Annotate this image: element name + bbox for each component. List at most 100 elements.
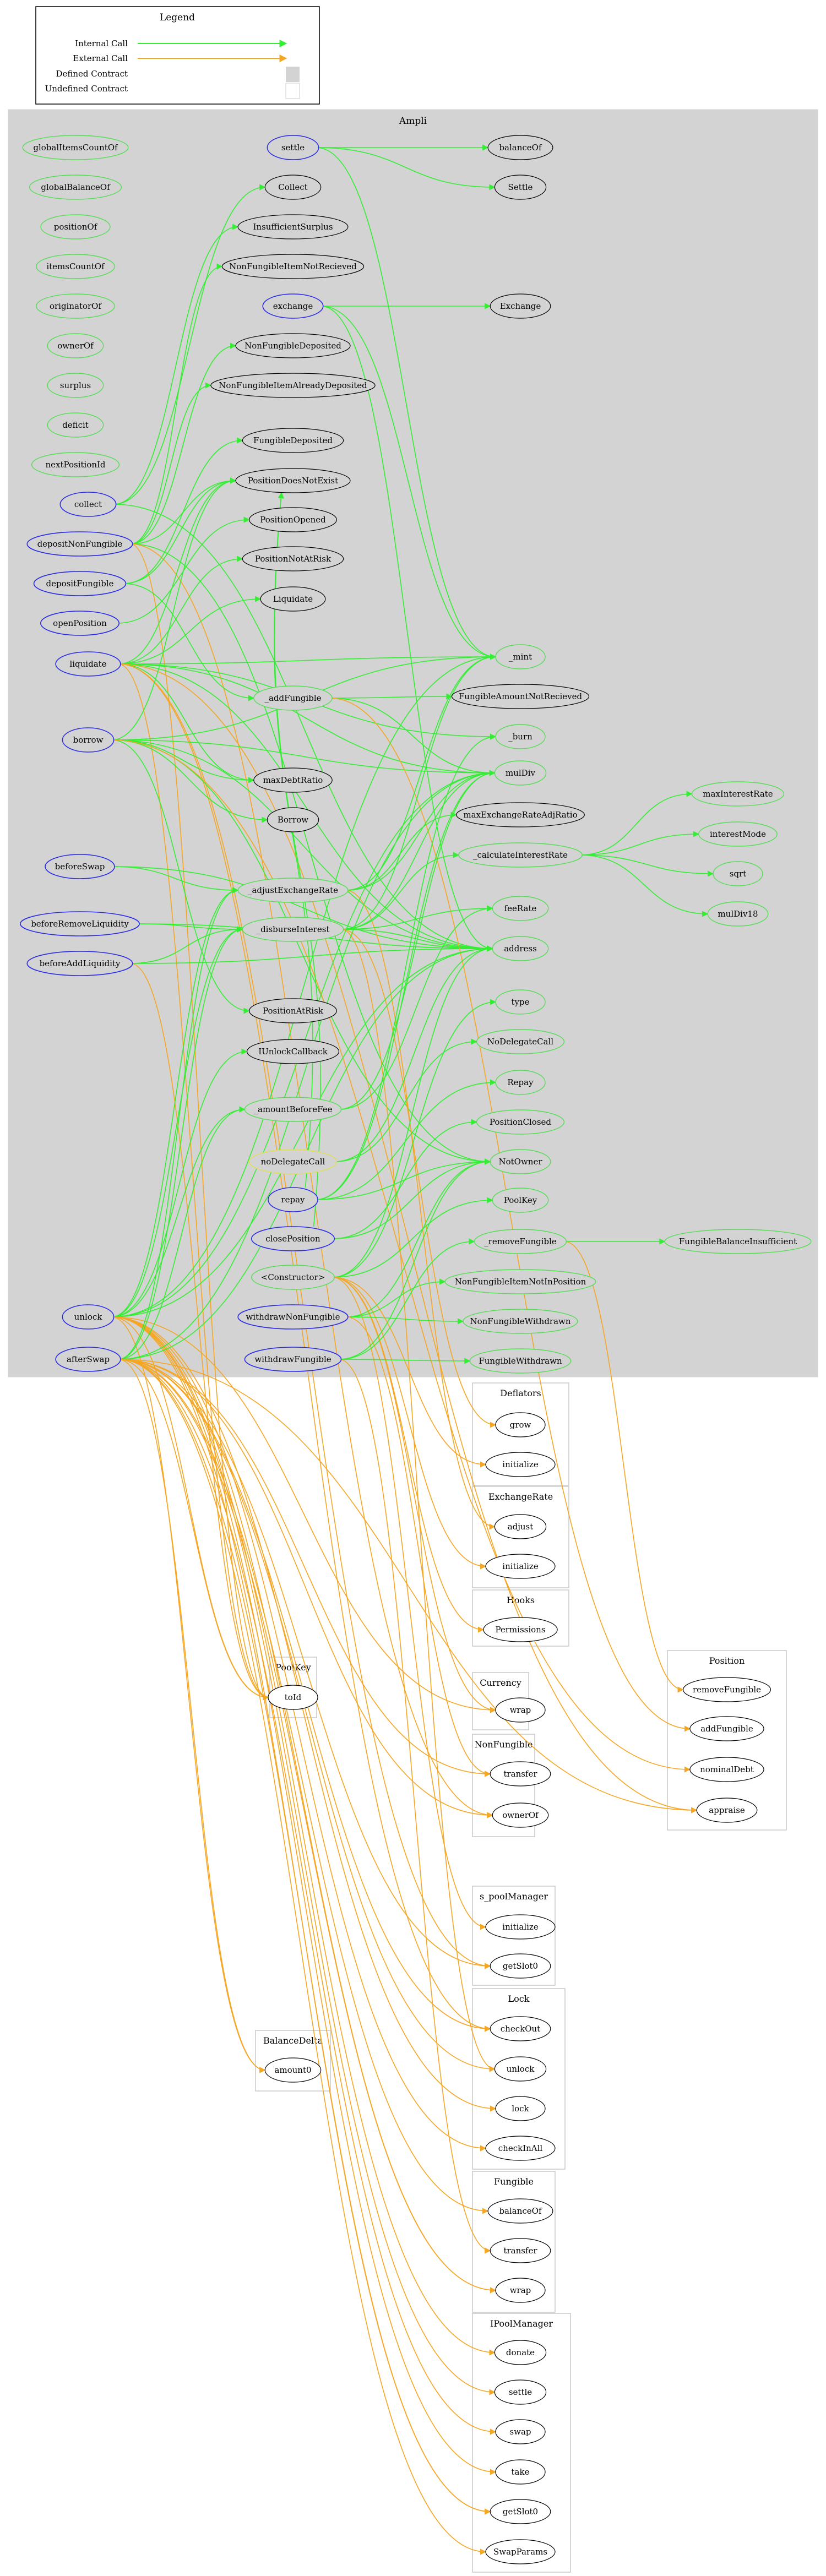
node-closeposition[interactable]: closePosition (251, 1226, 335, 1251)
node-balancedelta-amount0[interactable]: amount0 (264, 2057, 322, 2083)
node-maxinterestrate[interactable]: maxInterestRate (691, 781, 785, 807)
node-exchange[interactable]: Exchange (490, 293, 551, 319)
node-addfungible[interactable]: _addFungible (253, 685, 333, 711)
node-fungiblebalanceinsufficient[interactable]: FungibleBalanceInsufficient (664, 1229, 812, 1254)
node-nodelegatecall[interactable]: NoDelegateCall (476, 1029, 565, 1054)
node-maxdebtratio[interactable]: maxDebtRatio (253, 767, 333, 793)
node-position-appraise[interactable]: appraise (696, 1798, 758, 1823)
node-withdrawfungible[interactable]: withdrawFungible (244, 1347, 342, 1372)
node-globalbalanceof[interactable]: globalBalanceOf (29, 175, 122, 200)
node-positiondoesnotexist[interactable]: PositionDoesNotExist (235, 468, 351, 493)
node-lock-unlock[interactable]: unlock (494, 2056, 547, 2082)
node-deficit[interactable]: deficit (47, 412, 104, 438)
node-nonfungibleitemnotrecieved[interactable]: NonFungibleItemNotRecieved (221, 254, 365, 279)
node-borrow[interactable]: borrow (62, 727, 115, 753)
node-feerate[interactable]: feeRate (492, 896, 549, 921)
node-positionopened[interactable]: PositionOpened (249, 507, 338, 532)
node-positionatrisk[interactable]: PositionAtRisk (249, 998, 338, 1023)
node-ownerof[interactable]: ownerOf (47, 333, 104, 358)
node-liquidate[interactable]: liquidate (55, 651, 121, 677)
node-collect[interactable]: collect (59, 492, 117, 517)
node-depositnonfungible[interactable]: depositNonFungible (26, 531, 133, 557)
node-lock-checkout[interactable]: checkOut (490, 2016, 551, 2041)
node-deflators-grow[interactable]: grow (495, 1412, 546, 1437)
node-fungible-wrap[interactable]: wrap (495, 2278, 546, 2303)
node-ipoolmanager-swapparams[interactable]: SwapParams (485, 2539, 556, 2564)
node-nonfungibledeposited[interactable]: NonFungibleDeposited (235, 333, 351, 358)
node-amountbeforefee[interactable]: _amountBeforeFee (244, 1097, 342, 1122)
node-ipoolmanager-getslot0[interactable]: getSlot0 (490, 2499, 551, 2524)
node-beforeswap[interactable]: beforeSwap (45, 854, 115, 879)
node-nonfungible-transfer[interactable]: transfer (490, 1761, 551, 1787)
node-nextpositionid[interactable]: nextPositionId (31, 452, 120, 477)
node-mint[interactable]: _mint (495, 644, 546, 669)
node-lock-checkinall[interactable]: checkInAll (485, 2136, 556, 2161)
node-constructor[interactable]: <Constructor> (251, 1265, 335, 1290)
node-nodelegatecall[interactable]: noDelegateCall (248, 1149, 338, 1174)
node-ipoolmanager-take[interactable]: take (495, 2459, 546, 2485)
node-type[interactable]: type (495, 989, 546, 1015)
node-ipoolmanager-swap[interactable]: swap (495, 2419, 546, 2444)
node-muldiv18[interactable]: mulDiv18 (707, 901, 769, 927)
node-nonfungiblewithdrawn[interactable]: NonFungibleWithdrawn (463, 1309, 578, 1334)
node-unlock[interactable]: unlock (62, 1304, 115, 1330)
node-liquidate[interactable]: Liquidate (260, 586, 326, 612)
node-adjustexchangerate[interactable]: _adjustExchangeRate (237, 878, 349, 903)
node-balanceof[interactable]: balanceOf (487, 135, 553, 160)
node-hooks-permissions[interactable]: Permissions (483, 1617, 558, 1642)
node-burn[interactable]: _burn (495, 724, 546, 749)
node-depositfungible[interactable]: depositFungible (33, 571, 127, 596)
node-collect[interactable]: Collect (264, 175, 322, 200)
node-fungiblewithdrawn[interactable]: FungibleWithdrawn (469, 1348, 572, 1374)
node-lock-lock[interactable]: lock (495, 2096, 546, 2121)
node-calculateinterestrate[interactable]: _calculateInterestRate (458, 842, 583, 868)
node-insufficientsurplus[interactable]: InsufficientSurplus (237, 214, 349, 239)
node-maxexchangerateadjratio[interactable]: maxExchangeRateAdjRatio (456, 802, 585, 827)
node-position-addfungible[interactable]: addFungible (689, 1716, 764, 1741)
node-nonfungibleitemnotinposition[interactable]: NonFungibleItemNotInPosition (444, 1269, 596, 1294)
node-sqrt[interactable]: sqrt (713, 861, 763, 886)
node-settle[interactable]: settle (267, 135, 319, 160)
node-openposition[interactable]: openPosition (40, 611, 119, 636)
node-ipoolmanager-donate[interactable]: donate (494, 2340, 547, 2365)
node-exchangerate-adjust[interactable]: adjust (494, 1514, 547, 1539)
node-poolkey-toid[interactable]: toId (268, 1685, 318, 1710)
node-borrow[interactable]: Borrow (267, 807, 319, 832)
node-repay[interactable]: repay (268, 1187, 318, 1212)
node-positionof[interactable]: positionOf (40, 214, 111, 239)
node-exchange[interactable]: exchange (262, 293, 324, 319)
node-deflators-initialize[interactable]: initialize (485, 1452, 556, 1477)
node-fungible-transfer[interactable]: transfer (490, 2238, 551, 2263)
node-positionclosed[interactable]: PositionClosed (476, 1109, 565, 1135)
node-s-poolmanager-getslot0[interactable]: getSlot0 (490, 1953, 551, 1979)
node-globalitemscountof[interactable]: globalItemsCountOf (22, 135, 129, 160)
node-repay[interactable]: Repay (495, 1070, 546, 1095)
node-position-removefungible[interactable]: removeFungible (682, 1677, 771, 1702)
node-nonfungibleitemalreadydeposited[interactable]: NonFungibleItemAlreadyDeposited (210, 373, 376, 398)
node-beforeaddliquidity[interactable]: beforeAddLiquidity (26, 951, 133, 976)
node-settle[interactable]: Settle (494, 175, 547, 200)
node-fungibleamountnotrecieved[interactable]: FungibleAmountNotRecieved (451, 684, 590, 709)
node-fungible-balanceof[interactable]: balanceOf (487, 2198, 553, 2224)
node-positionnotatrisk[interactable]: PositionNotAtRisk (242, 546, 344, 571)
node-exchangerate-initialize[interactable]: initialize (485, 1554, 556, 1579)
node-position-nominaldebt[interactable]: nominalDebt (689, 1757, 764, 1782)
node-iunlockcallback[interactable]: IUnlockCallback (246, 1039, 340, 1064)
node-removefungible[interactable]: _removeFungible (474, 1229, 567, 1254)
node-beforeremoveliquidity[interactable]: beforeRemoveLiquidity (20, 911, 140, 936)
node-s-poolmanager-initialize[interactable]: initialize (485, 1914, 556, 1940)
node-withdrawnonfungible[interactable]: withdrawNonFungible (237, 1304, 349, 1330)
node-originatorof[interactable]: originatorOf (36, 293, 115, 319)
node-surplus[interactable]: surplus (47, 373, 104, 398)
node-currency-wrap[interactable]: wrap (495, 1697, 546, 1723)
node-notowner[interactable]: NotOwner (490, 1149, 551, 1174)
node-ipoolmanager-settle[interactable]: settle (494, 2379, 547, 2405)
node-afterswap[interactable]: afterSwap (55, 1347, 121, 1372)
node-poolkey[interactable]: PoolKey (492, 1188, 549, 1213)
node-nonfungible-ownerof[interactable]: ownerOf (492, 1802, 549, 1828)
node-address[interactable]: address (492, 936, 549, 961)
node-itemscountof[interactable]: itemsCountOf (36, 254, 115, 279)
node-interestmode[interactable]: interestMode (698, 821, 778, 847)
node-fungibledeposited[interactable]: FungibleDeposited (242, 428, 344, 453)
node-disburseinterest[interactable]: _disburseInterest (242, 917, 344, 942)
